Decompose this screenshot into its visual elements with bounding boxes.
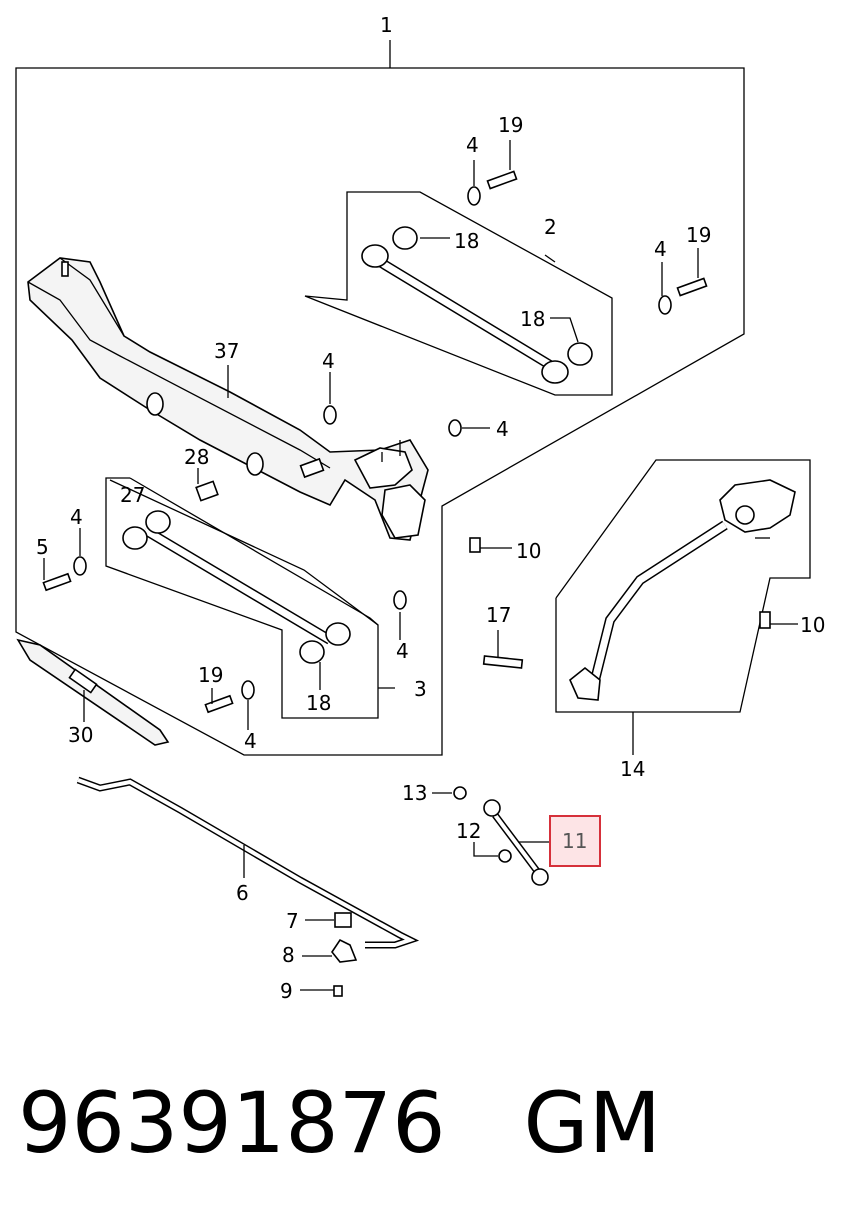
callout-14: 14	[620, 757, 645, 781]
caption: 96391876 GM	[18, 1068, 661, 1188]
parts-diagram: 1 2 3 4 4 4 4 4 4 4 4 5 6 7 8 9 10 10 11…	[15, 13, 825, 1003]
leader-lines	[43, 140, 798, 991]
callout-2: 2	[544, 215, 557, 239]
callout-11: 11	[562, 829, 587, 853]
callout-4: 4	[244, 729, 257, 753]
callout-7: 7	[286, 909, 299, 933]
crossmember-37	[27, 257, 429, 541]
callout-4: 4	[466, 133, 479, 157]
callout-19: 19	[498, 113, 523, 137]
callout-6: 6	[236, 881, 249, 905]
callout-9: 9	[280, 979, 293, 1003]
callout-4: 4	[322, 349, 335, 373]
part-30	[16, 638, 170, 746]
callout-30: 30	[68, 723, 93, 747]
callout-11-highlight	[549, 815, 601, 867]
callout-37: 37	[214, 339, 239, 363]
callout-3: 3	[414, 677, 427, 701]
brand: GM	[523, 1074, 662, 1172]
arm-3-outline	[105, 477, 395, 719]
arm-2	[361, 226, 593, 384]
arm-2-outline	[304, 191, 613, 396]
callout-12: 12	[456, 819, 481, 843]
callout-4: 4	[70, 505, 83, 529]
callouts: 1 2 3 4 4 4 4 4 4 4 4 5 6 7 8 9 10 10 11…	[36, 13, 825, 1003]
group-1-outline	[15, 40, 745, 756]
callout-5: 5	[36, 535, 49, 559]
callout-13: 13	[402, 781, 427, 805]
arm-14	[482, 479, 796, 701]
stabilizer-bar-6	[76, 776, 420, 997]
callout-17: 17	[486, 603, 511, 627]
callout-4: 4	[496, 417, 509, 441]
callout-28: 28	[184, 445, 209, 469]
callout-18: 18	[454, 229, 479, 253]
arm-14-outline	[555, 459, 811, 755]
arm-3	[122, 510, 351, 664]
callout-1: 1	[380, 13, 393, 37]
callout-19: 19	[686, 223, 711, 247]
callout-4: 4	[654, 237, 667, 261]
callout-19: 19	[198, 663, 223, 687]
callout-10: 10	[800, 613, 825, 637]
callout-27: 27	[120, 483, 145, 507]
callout-8: 8	[282, 943, 295, 967]
callout-4: 4	[396, 639, 409, 663]
callout-18: 18	[306, 691, 331, 715]
fasteners	[42, 170, 708, 714]
link-11	[453, 786, 549, 886]
callout-18: 18	[520, 307, 545, 331]
part-number: 96391876	[18, 1074, 446, 1172]
callout-10: 10	[516, 539, 541, 563]
